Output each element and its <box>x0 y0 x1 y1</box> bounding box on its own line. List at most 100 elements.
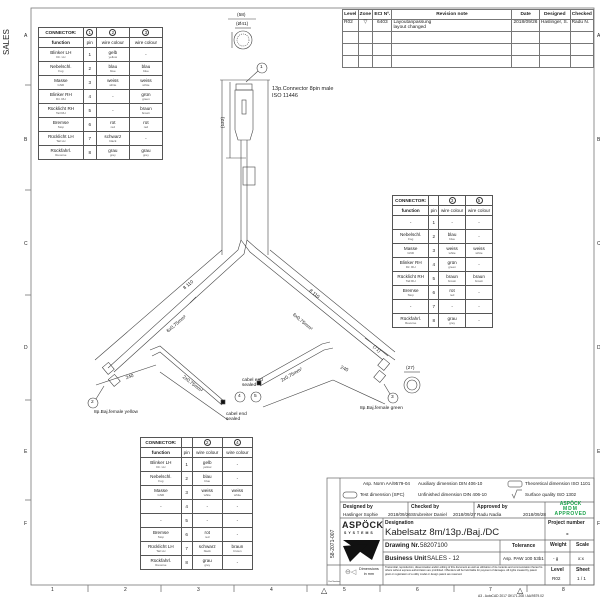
aux-dim-text: Auxiliary dimension DIN 406-10 <box>418 481 483 486</box>
colour-a: grau <box>108 148 118 153</box>
function: Masse <box>154 488 168 493</box>
function: Rücklicht RH <box>47 106 75 111</box>
function: Rücklicht LH <box>147 544 174 549</box>
connector-1-body <box>234 89 254 141</box>
connector-number-balloon: 3 <box>448 197 456 204</box>
function: Blinker LH <box>50 50 72 55</box>
function-en: Stop <box>57 125 64 129</box>
balloon-2: 2 <box>91 400 94 405</box>
colour-b: - <box>236 476 239 481</box>
frame-col-label: 3 <box>197 587 200 593</box>
function-en: GND <box>157 493 165 497</box>
function: Bremse <box>402 288 419 293</box>
tolerance-label: Tolerance <box>512 543 536 549</box>
balloon-3: 3 <box>391 395 394 400</box>
colour-a: - <box>451 220 453 225</box>
business-unit-label: Business Unit <box>385 555 427 562</box>
function: - <box>409 304 412 309</box>
unfinished-dim-text: Unfinished dimension DIN 406-10 <box>418 492 487 497</box>
function: Blinker LH <box>150 460 172 465</box>
legal-notice: Transmittal, reproduction, dissemination… <box>385 566 543 576</box>
approved-by-label: Approved by <box>477 504 508 510</box>
colour-a: - <box>206 518 208 523</box>
drawing-frame <box>25 7 595 592</box>
connector-2-text: 8p.Baj.female yellow <box>94 410 138 415</box>
function: Nebelschl. <box>50 64 72 69</box>
footer-text: A3 - AutoCAD 2017 Gf/171.208 / AA/9579.0… <box>478 594 544 598</box>
colour-a-en: blue <box>449 237 455 241</box>
weight-label: Weight <box>550 542 567 548</box>
function-en: Stop <box>407 293 414 297</box>
frame-col-label: 8 <box>562 587 565 593</box>
colour-b: braun <box>473 274 485 279</box>
colour-b: weiss <box>140 78 152 83</box>
function-en: Tail RH <box>56 111 66 115</box>
colour-a: weiss <box>201 488 213 493</box>
colour-a: schwarz <box>198 544 216 549</box>
dim-27: (27) <box>406 366 415 371</box>
test-dim-text: Test dimension (SPC) <box>360 492 405 497</box>
colour-a-en: white <box>109 83 117 87</box>
frame-row-label: E <box>24 449 28 455</box>
colour-a-en: brown <box>448 279 457 283</box>
sheet-label: Sheet <box>576 567 590 573</box>
colour-a: blau <box>202 474 212 479</box>
colour-b-en: green <box>142 97 150 101</box>
side-code: 58-2071-007 <box>330 529 336 558</box>
surface-text: Surface quality ISO 1302 <box>525 492 577 497</box>
colour-a-en: white <box>203 493 211 497</box>
colour-b: grau <box>141 148 151 153</box>
designed-date: 2018/09/26 <box>388 512 411 517</box>
frame-row-label: B <box>24 137 28 143</box>
scale: x:x <box>578 556 584 561</box>
frame-col-label: 4 <box>270 587 273 593</box>
colour-b: - <box>478 290 480 295</box>
approved-date: 2018/09/28 <box>523 512 546 517</box>
colour-a: - <box>206 504 208 509</box>
checked-date: 2018/09/27 <box>453 512 476 517</box>
colour-b: grün <box>141 92 151 97</box>
colour-a-en: grey <box>204 563 211 567</box>
designed-by-label: Designed by <box>343 504 373 510</box>
frame-row-label: D <box>24 345 28 351</box>
colour-b-en: white <box>233 493 241 497</box>
colour-b: - <box>236 462 239 467</box>
connector-3-face <box>403 376 421 394</box>
frame-row-label: A <box>597 33 600 39</box>
pin: 7 <box>82 131 97 146</box>
function-en: Dir. RH <box>405 265 416 269</box>
connector-number-balloon: 1 <box>86 29 94 36</box>
dimensions-icon: ⊖◁ <box>345 569 357 576</box>
colour-a-en: blue <box>110 69 116 73</box>
function: Rücklicht RH <box>397 274 424 279</box>
function: Blinker RH <box>49 92 72 97</box>
colour-a: grau <box>202 558 212 563</box>
balloon-4: 4 <box>238 394 241 399</box>
colour-b-en: white <box>142 83 150 87</box>
drawing-nr: 58207100 <box>420 542 448 549</box>
function-en: Dir. LH <box>56 55 66 59</box>
norm-text: Asp. Norm AA/9579-04 <box>363 481 410 486</box>
function-en: Reverse <box>405 321 417 325</box>
colour-b: blau <box>141 64 151 69</box>
project-number-label: Project number <box>548 520 585 526</box>
colour-a-en: white <box>448 251 456 255</box>
approved-by: Radu Nadia <box>477 512 502 517</box>
function: Blinker RH <box>399 260 422 265</box>
colour-a: weiss <box>107 78 119 83</box>
function-en: GND <box>57 83 65 87</box>
function-en: Fog <box>58 69 64 73</box>
colour-b: - <box>478 220 480 225</box>
level-label: Level <box>551 567 564 573</box>
project-number: - <box>566 529 569 538</box>
function: Nebelschl. <box>150 474 172 479</box>
